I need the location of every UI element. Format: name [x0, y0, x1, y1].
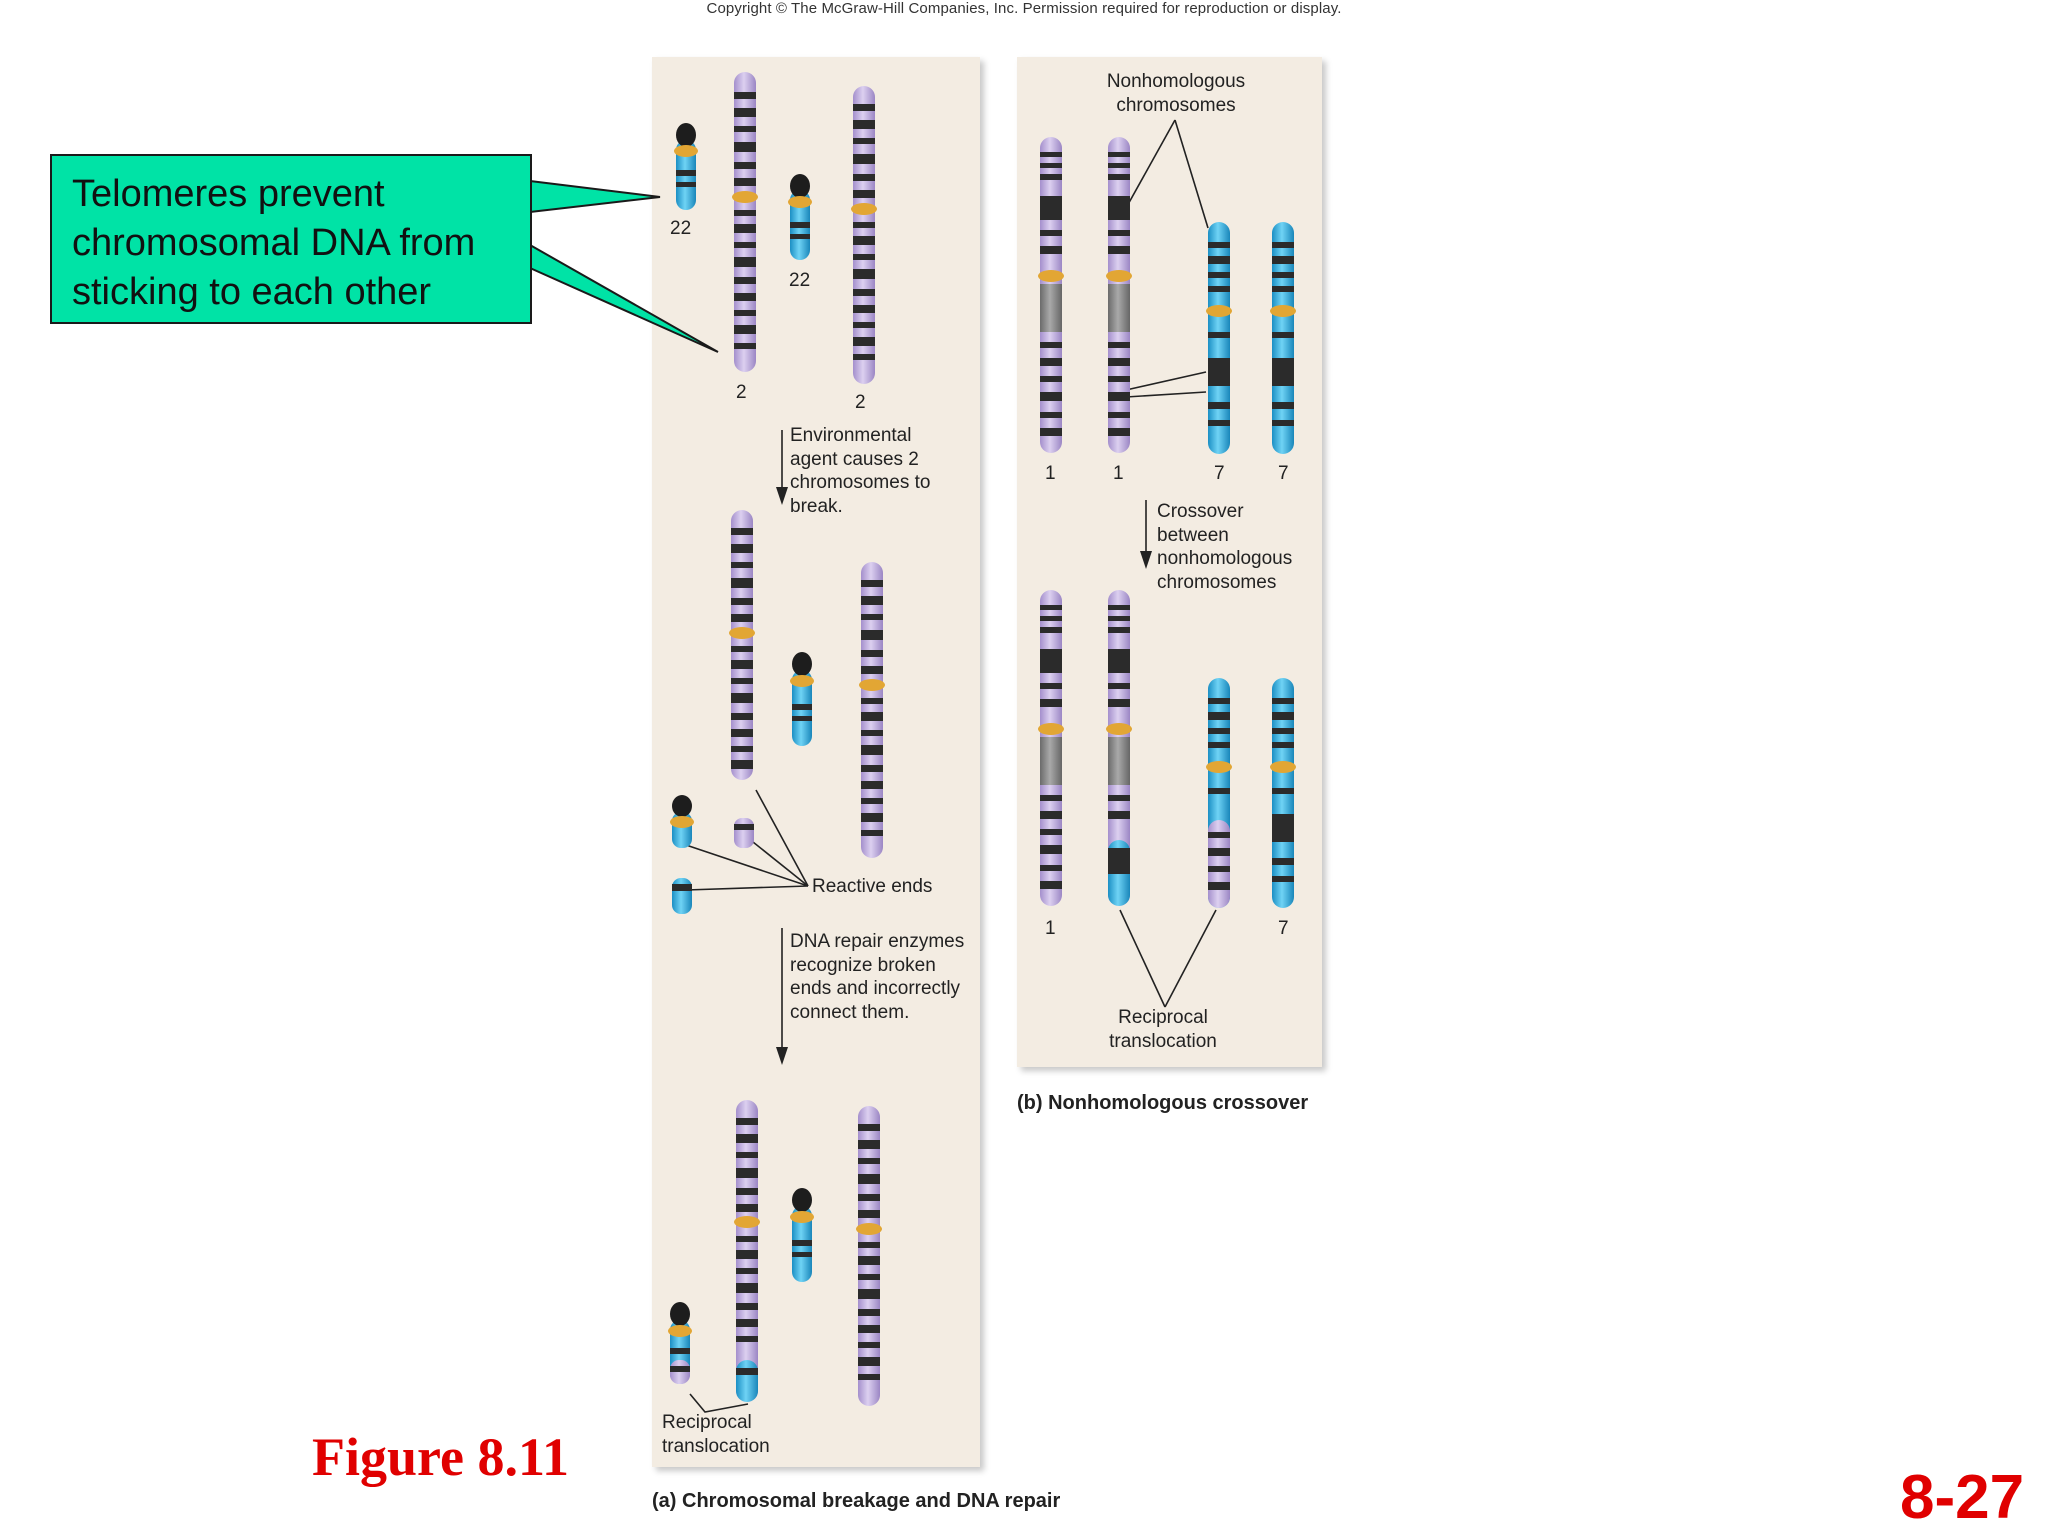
label-1-after: 1 — [1045, 918, 1056, 939]
chromosome-1-b — [1106, 137, 1132, 453]
chromosome-2-b — [851, 86, 877, 384]
telomere-callout: Telomeres prevent chromosomal DNA from s… — [50, 154, 532, 324]
label-2-a: 2 — [736, 382, 747, 403]
label-22-b: 22 — [789, 270, 811, 291]
chromosome-2-broken — [729, 510, 755, 780]
reciprocal-translocation-b-label: Reciprocal translocation — [1109, 1007, 1217, 1052]
copyright-notice: Copyright © The McGraw-Hill Companies, I… — [706, 0, 1342, 17]
slide-number: 8-27 — [1900, 1463, 2025, 1532]
chromosome-1-translocated — [1106, 590, 1132, 906]
label-22-a: 22 — [670, 218, 692, 239]
chromosome-2-translocated — [734, 1100, 760, 1402]
step-repair-label: DNA repair enzymes recognize broken ends… — [790, 931, 965, 1023]
chromosome-7-b — [1270, 222, 1296, 454]
step-break-label: Environmental agent causes 2 chromosomes… — [790, 425, 931, 517]
label-7-b: 7 — [1278, 463, 1289, 484]
broken-fragment-22-top — [670, 795, 694, 848]
panel-a-background — [652, 57, 980, 1467]
panel-b-caption: (b) Nonhomologous crossover — [1017, 1092, 1309, 1114]
chromosome-7-after — [1270, 678, 1296, 908]
chromosome-22-intact-bottom — [790, 1188, 814, 1282]
broken-fragment-22-bottom — [672, 878, 692, 914]
reciprocal-translocation-a-label: Reciprocal translocation — [662, 1412, 770, 1457]
reactive-ends-label: Reactive ends — [812, 876, 933, 897]
label-7-after: 7 — [1278, 918, 1289, 939]
label-1-b: 1 — [1113, 463, 1124, 484]
crossover-step-label: Crossover between nonhomologous chromoso… — [1157, 501, 1293, 593]
label-2-b: 2 — [855, 392, 866, 413]
chromosome-2-intact-mid — [859, 562, 885, 858]
chromosome-1-a — [1038, 137, 1064, 453]
panel-b-arrowheads — [1140, 551, 1152, 569]
chromosome-7-translocated — [1206, 678, 1232, 908]
chromosome-22-translocated — [668, 1302, 692, 1384]
chromosome-7-a — [1206, 222, 1232, 454]
panel-a-arrowheads — [776, 487, 788, 1065]
label-7-a: 7 — [1214, 463, 1225, 484]
chromosome-22-b — [788, 174, 812, 260]
figure-label: Figure 8.11 — [312, 1427, 570, 1487]
panel-b-background — [1017, 57, 1322, 1067]
panel-a-lines — [685, 430, 809, 1413]
broken-fragment-2 — [734, 818, 754, 848]
panel-b-lines — [1119, 119, 1217, 1008]
chromosome-22-a — [674, 123, 698, 210]
panel-a-caption: (a) Chromosomal breakage and DNA repair — [652, 1490, 1061, 1512]
chromosome-2-intact-bottom — [856, 1106, 882, 1406]
chromosome-1-after — [1038, 590, 1064, 906]
chromosome-22-intact-mid — [790, 652, 814, 746]
label-1-a: 1 — [1045, 463, 1056, 484]
chromosome-2-a — [732, 72, 758, 372]
nonhomologous-label: Nonhomologous chromosomes — [1106, 71, 1246, 116]
